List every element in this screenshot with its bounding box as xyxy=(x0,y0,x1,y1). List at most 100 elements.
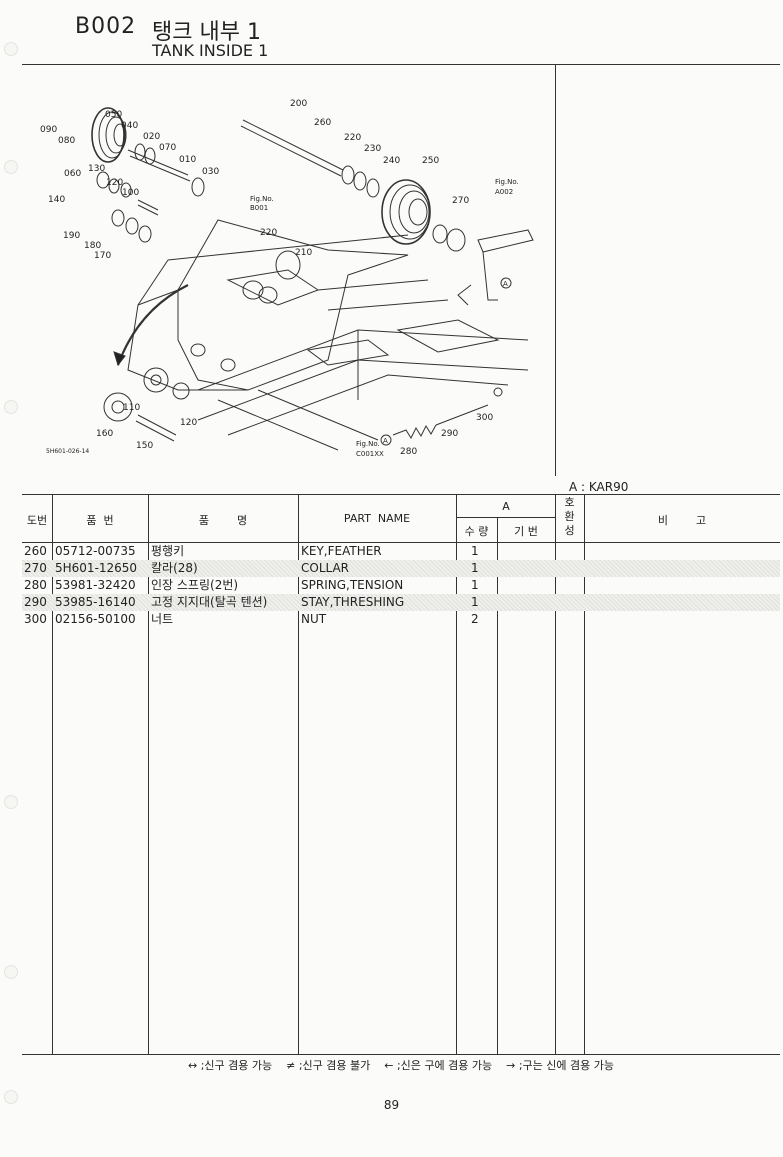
page-number: 89 xyxy=(383,1098,400,1112)
column-divider xyxy=(497,517,498,1054)
cell-figure-no: 260 xyxy=(24,544,47,558)
binder-hole xyxy=(4,965,18,979)
svg-text:110: 110 xyxy=(123,403,140,413)
header-remarks: 비 고 xyxy=(657,514,707,527)
cell-name-korean: 고정 지지대(탈곡 텐션) xyxy=(151,595,268,609)
section-code: B002 xyxy=(75,14,137,39)
binder-hole xyxy=(4,1090,18,1104)
svg-text:150: 150 xyxy=(136,441,153,451)
group-a-rule xyxy=(456,517,556,518)
svg-text:080: 080 xyxy=(58,136,75,146)
header-machine-code: 기 번 xyxy=(514,525,538,538)
svg-text:5H601-026-14: 5H601-026-14 xyxy=(46,448,89,455)
cell-part-name: COLLAR xyxy=(301,561,350,575)
svg-text:210: 210 xyxy=(295,248,312,258)
svg-text:100: 100 xyxy=(122,188,139,198)
svg-text:A: A xyxy=(503,280,508,288)
header-name-korean: 품 명 xyxy=(198,514,248,527)
cell-part-number: 05712-00735 xyxy=(55,544,136,558)
header-figure-no: 도번 xyxy=(26,514,48,527)
svg-text:280: 280 xyxy=(400,447,417,457)
binder-hole xyxy=(4,795,18,809)
diagram-divider xyxy=(555,64,556,476)
section-title-korean: 탱크 내부 1 xyxy=(152,20,261,45)
svg-text:220: 220 xyxy=(260,228,277,238)
cell-part-name: NUT xyxy=(301,612,327,626)
cell-quantity: 1 xyxy=(471,595,479,609)
svg-text:Fig.No.: Fig.No. xyxy=(495,178,519,186)
column-divider xyxy=(555,494,556,1054)
cell-quantity: 1 xyxy=(471,578,479,592)
cell-quantity: 1 xyxy=(471,561,479,575)
svg-text:190: 190 xyxy=(63,231,80,241)
cell-figure-no: 300 xyxy=(24,612,47,626)
header-rule xyxy=(22,64,780,65)
svg-text:C001XX: C001XX xyxy=(356,450,384,458)
header-part-number: 품 번 xyxy=(86,514,114,527)
svg-text:120: 120 xyxy=(106,178,123,188)
cell-name-korean: 너트 xyxy=(151,612,174,626)
cell-name-korean: 인장 스프링(2번) xyxy=(151,578,239,592)
header-group-a: A xyxy=(502,500,510,513)
svg-text:050: 050 xyxy=(105,110,122,120)
svg-text:070: 070 xyxy=(159,143,176,153)
header-quantity: 수 량 xyxy=(464,525,489,538)
table-row: 300 02156-50100 너트 NUT 2 xyxy=(22,611,780,628)
svg-text:B001: B001 xyxy=(250,204,268,212)
exploded-parts-diagram: 200 260 220 230 240 250 270 050 040 020 … xyxy=(40,99,534,458)
binder-hole xyxy=(4,160,18,174)
svg-text:200: 200 xyxy=(290,99,307,109)
table-row: 290 53985-16140 고정 지지대(탈곡 텐션) STAY,THRES… xyxy=(22,594,780,611)
cell-part-number: 53981-32420 xyxy=(55,578,136,592)
svg-text:300: 300 xyxy=(476,413,493,423)
cell-part-number: 53985-16140 xyxy=(55,595,136,609)
svg-text:020: 020 xyxy=(143,132,160,142)
column-divider xyxy=(298,494,299,1054)
svg-text:Fig.No.: Fig.No. xyxy=(250,195,274,203)
column-divider xyxy=(148,494,149,1054)
svg-text:A002: A002 xyxy=(495,188,513,196)
cell-quantity: 1 xyxy=(471,544,479,558)
svg-text:170: 170 xyxy=(94,251,111,261)
model-applicability-note: A : KAR90 xyxy=(569,480,629,494)
svg-text:030: 030 xyxy=(202,167,219,177)
svg-text:270: 270 xyxy=(452,196,469,206)
table-row: 260 05712-00735 평행키 KEY,FEATHER 1 xyxy=(22,543,780,560)
svg-text:160: 160 xyxy=(96,429,113,439)
svg-text:140: 140 xyxy=(48,195,65,205)
cell-figure-no: 280 xyxy=(24,578,47,592)
cell-figure-no: 290 xyxy=(24,595,47,609)
cell-part-number: 02156-50100 xyxy=(55,612,136,626)
cell-name-korean: 칼라(28) xyxy=(151,561,198,575)
binder-hole xyxy=(4,42,18,56)
svg-text:250: 250 xyxy=(422,156,439,166)
table-top-rule xyxy=(22,494,780,495)
column-divider xyxy=(584,494,585,1054)
header-part-name: PART NAME xyxy=(343,512,411,525)
svg-text:230: 230 xyxy=(364,144,381,154)
svg-text:040: 040 xyxy=(121,121,138,131)
cell-part-name: STAY,THRESHING xyxy=(301,595,405,609)
svg-text:240: 240 xyxy=(383,156,400,166)
table-bottom-rule xyxy=(22,1054,780,1055)
svg-text:260: 260 xyxy=(314,118,331,128)
svg-text:120: 120 xyxy=(180,418,197,428)
cell-quantity: 2 xyxy=(471,612,479,626)
svg-text:A: A xyxy=(383,437,388,445)
svg-text:090: 090 xyxy=(40,125,57,135)
section-title-english: TANK INSIDE 1 xyxy=(152,41,269,60)
table-header-rule xyxy=(22,542,780,543)
cell-part-name: KEY,FEATHER xyxy=(301,544,382,558)
cell-figure-no: 270 xyxy=(24,561,47,575)
cell-part-number: 5H601-12650 xyxy=(55,561,138,575)
svg-text:060: 060 xyxy=(64,169,81,179)
svg-text:Fig.No.: Fig.No. xyxy=(356,440,380,448)
table-row: 280 53981-32420 인장 스프링(2번) SPRING,TENSIO… xyxy=(22,577,780,594)
cell-part-name: SPRING,TENSION xyxy=(301,578,404,592)
table-row: 270 5H601-12650 칼라(28) COLLAR 1 xyxy=(22,560,780,577)
svg-text:290: 290 xyxy=(441,429,458,439)
column-divider xyxy=(52,494,53,1054)
binder-hole xyxy=(4,400,18,414)
cell-name-korean: 평행키 xyxy=(151,544,185,558)
header-compatibility: 호 환 성 xyxy=(564,496,575,537)
